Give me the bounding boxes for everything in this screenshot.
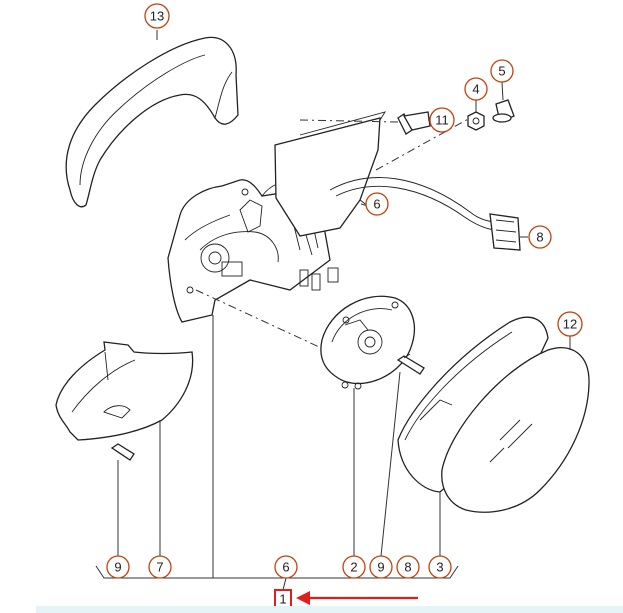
- screw-part-9-left: [110, 443, 135, 461]
- callout-9-bottom-left: 9: [106, 555, 130, 579]
- svg-text:1: 1: [279, 592, 286, 607]
- svg-text:13: 13: [150, 9, 164, 24]
- callout-3: 3: [428, 555, 452, 579]
- svg-text:12: 12: [563, 317, 577, 332]
- svg-text:6: 6: [373, 197, 380, 212]
- svg-text:9: 9: [114, 560, 121, 575]
- bottom-band: [36, 606, 623, 613]
- wiring-harness-part: [329, 177, 521, 251]
- callout-2: 2: [342, 555, 366, 579]
- callout-11: 11: [429, 107, 455, 133]
- adjusting-motor-part: [320, 295, 415, 390]
- callout-12: 12: [557, 311, 583, 337]
- callout-5: 5: [490, 59, 514, 83]
- clip-part: [492, 99, 515, 123]
- cover-plate-part: [274, 111, 386, 237]
- red-arrow-icon: [296, 591, 418, 605]
- svg-text:11: 11: [435, 113, 449, 128]
- callout-7: 7: [148, 555, 172, 579]
- nut-part: [467, 111, 485, 131]
- callout-8-bottom: 8: [396, 555, 420, 579]
- screw-part-9-right: [396, 353, 425, 375]
- svg-text:6: 6: [282, 560, 289, 575]
- svg-text:9: 9: [377, 560, 384, 575]
- mirror-frame-part: [397, 316, 549, 493]
- callout-8-top: 8: [528, 225, 552, 249]
- svg-text:4: 4: [472, 82, 479, 97]
- svg-text:2: 2: [350, 560, 357, 575]
- svg-text:5: 5: [498, 64, 505, 79]
- screw-part-11: [397, 111, 431, 135]
- svg-text:7: 7: [156, 560, 163, 575]
- mirror-cap-part: [65, 36, 239, 208]
- mirror-glass-part: [441, 347, 590, 513]
- callout-13: 13: [144, 3, 170, 29]
- callout-6-bottom: 6: [274, 555, 298, 579]
- svg-text:8: 8: [536, 230, 543, 245]
- callout-6-top: 6: [365, 192, 389, 216]
- svg-text:8: 8: [404, 560, 411, 575]
- lower-cover-part: [55, 341, 194, 441]
- callout-9-bottom-right: 9: [369, 555, 393, 579]
- svg-text:3: 3: [436, 560, 443, 575]
- callout-4: 4: [464, 77, 488, 101]
